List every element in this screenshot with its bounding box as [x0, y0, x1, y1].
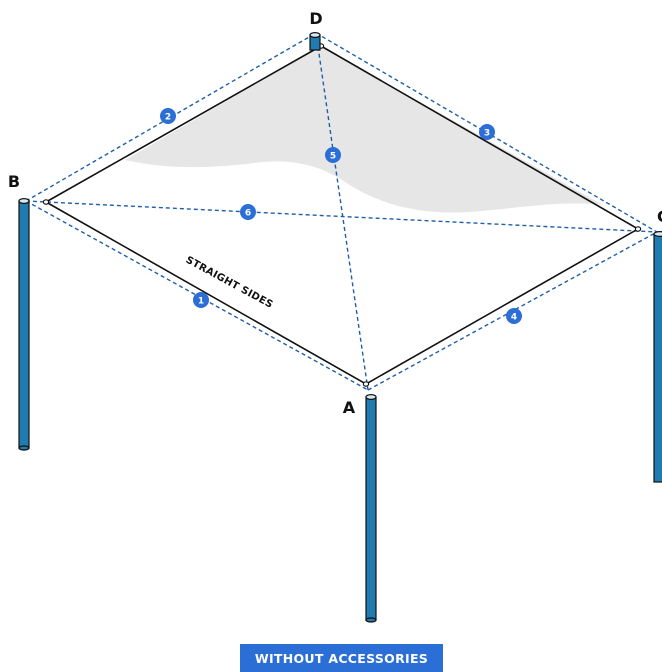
- post-b: [18, 198, 30, 451]
- sail-shadow: [125, 46, 603, 213]
- ring-b: [42, 199, 50, 205]
- badge-2: 2: [160, 108, 176, 124]
- corner-label-b: B: [8, 172, 20, 191]
- post-c: [653, 231, 662, 483]
- corner-label-c: C: [657, 207, 662, 226]
- badge-5: 5: [325, 147, 341, 163]
- badge-3: 3: [479, 124, 495, 140]
- post-d: [309, 31, 321, 51]
- corner-label-d: D: [309, 9, 322, 28]
- without-accessories-button[interactable]: WITHOUT ACCESSORIES: [240, 644, 443, 672]
- badge-6-text: 6: [245, 209, 251, 219]
- badge-1-text: 1: [198, 297, 204, 307]
- badge-3-text: 3: [484, 129, 490, 139]
- ring-a: [362, 381, 370, 387]
- badge-6: 6: [240, 204, 256, 220]
- badge-4-text: 4: [511, 313, 517, 323]
- corner-label-a: A: [343, 398, 356, 417]
- post-a: [365, 394, 377, 623]
- corner-rings: [42, 43, 642, 387]
- measure-line-6: [25, 200, 658, 233]
- badge-4: 4: [506, 308, 522, 324]
- badge-2-text: 2: [165, 113, 171, 123]
- ring-c: [634, 226, 642, 232]
- measure-line-1: [25, 200, 369, 391]
- badge-1: 1: [193, 292, 209, 308]
- badge-5-text: 5: [330, 152, 336, 162]
